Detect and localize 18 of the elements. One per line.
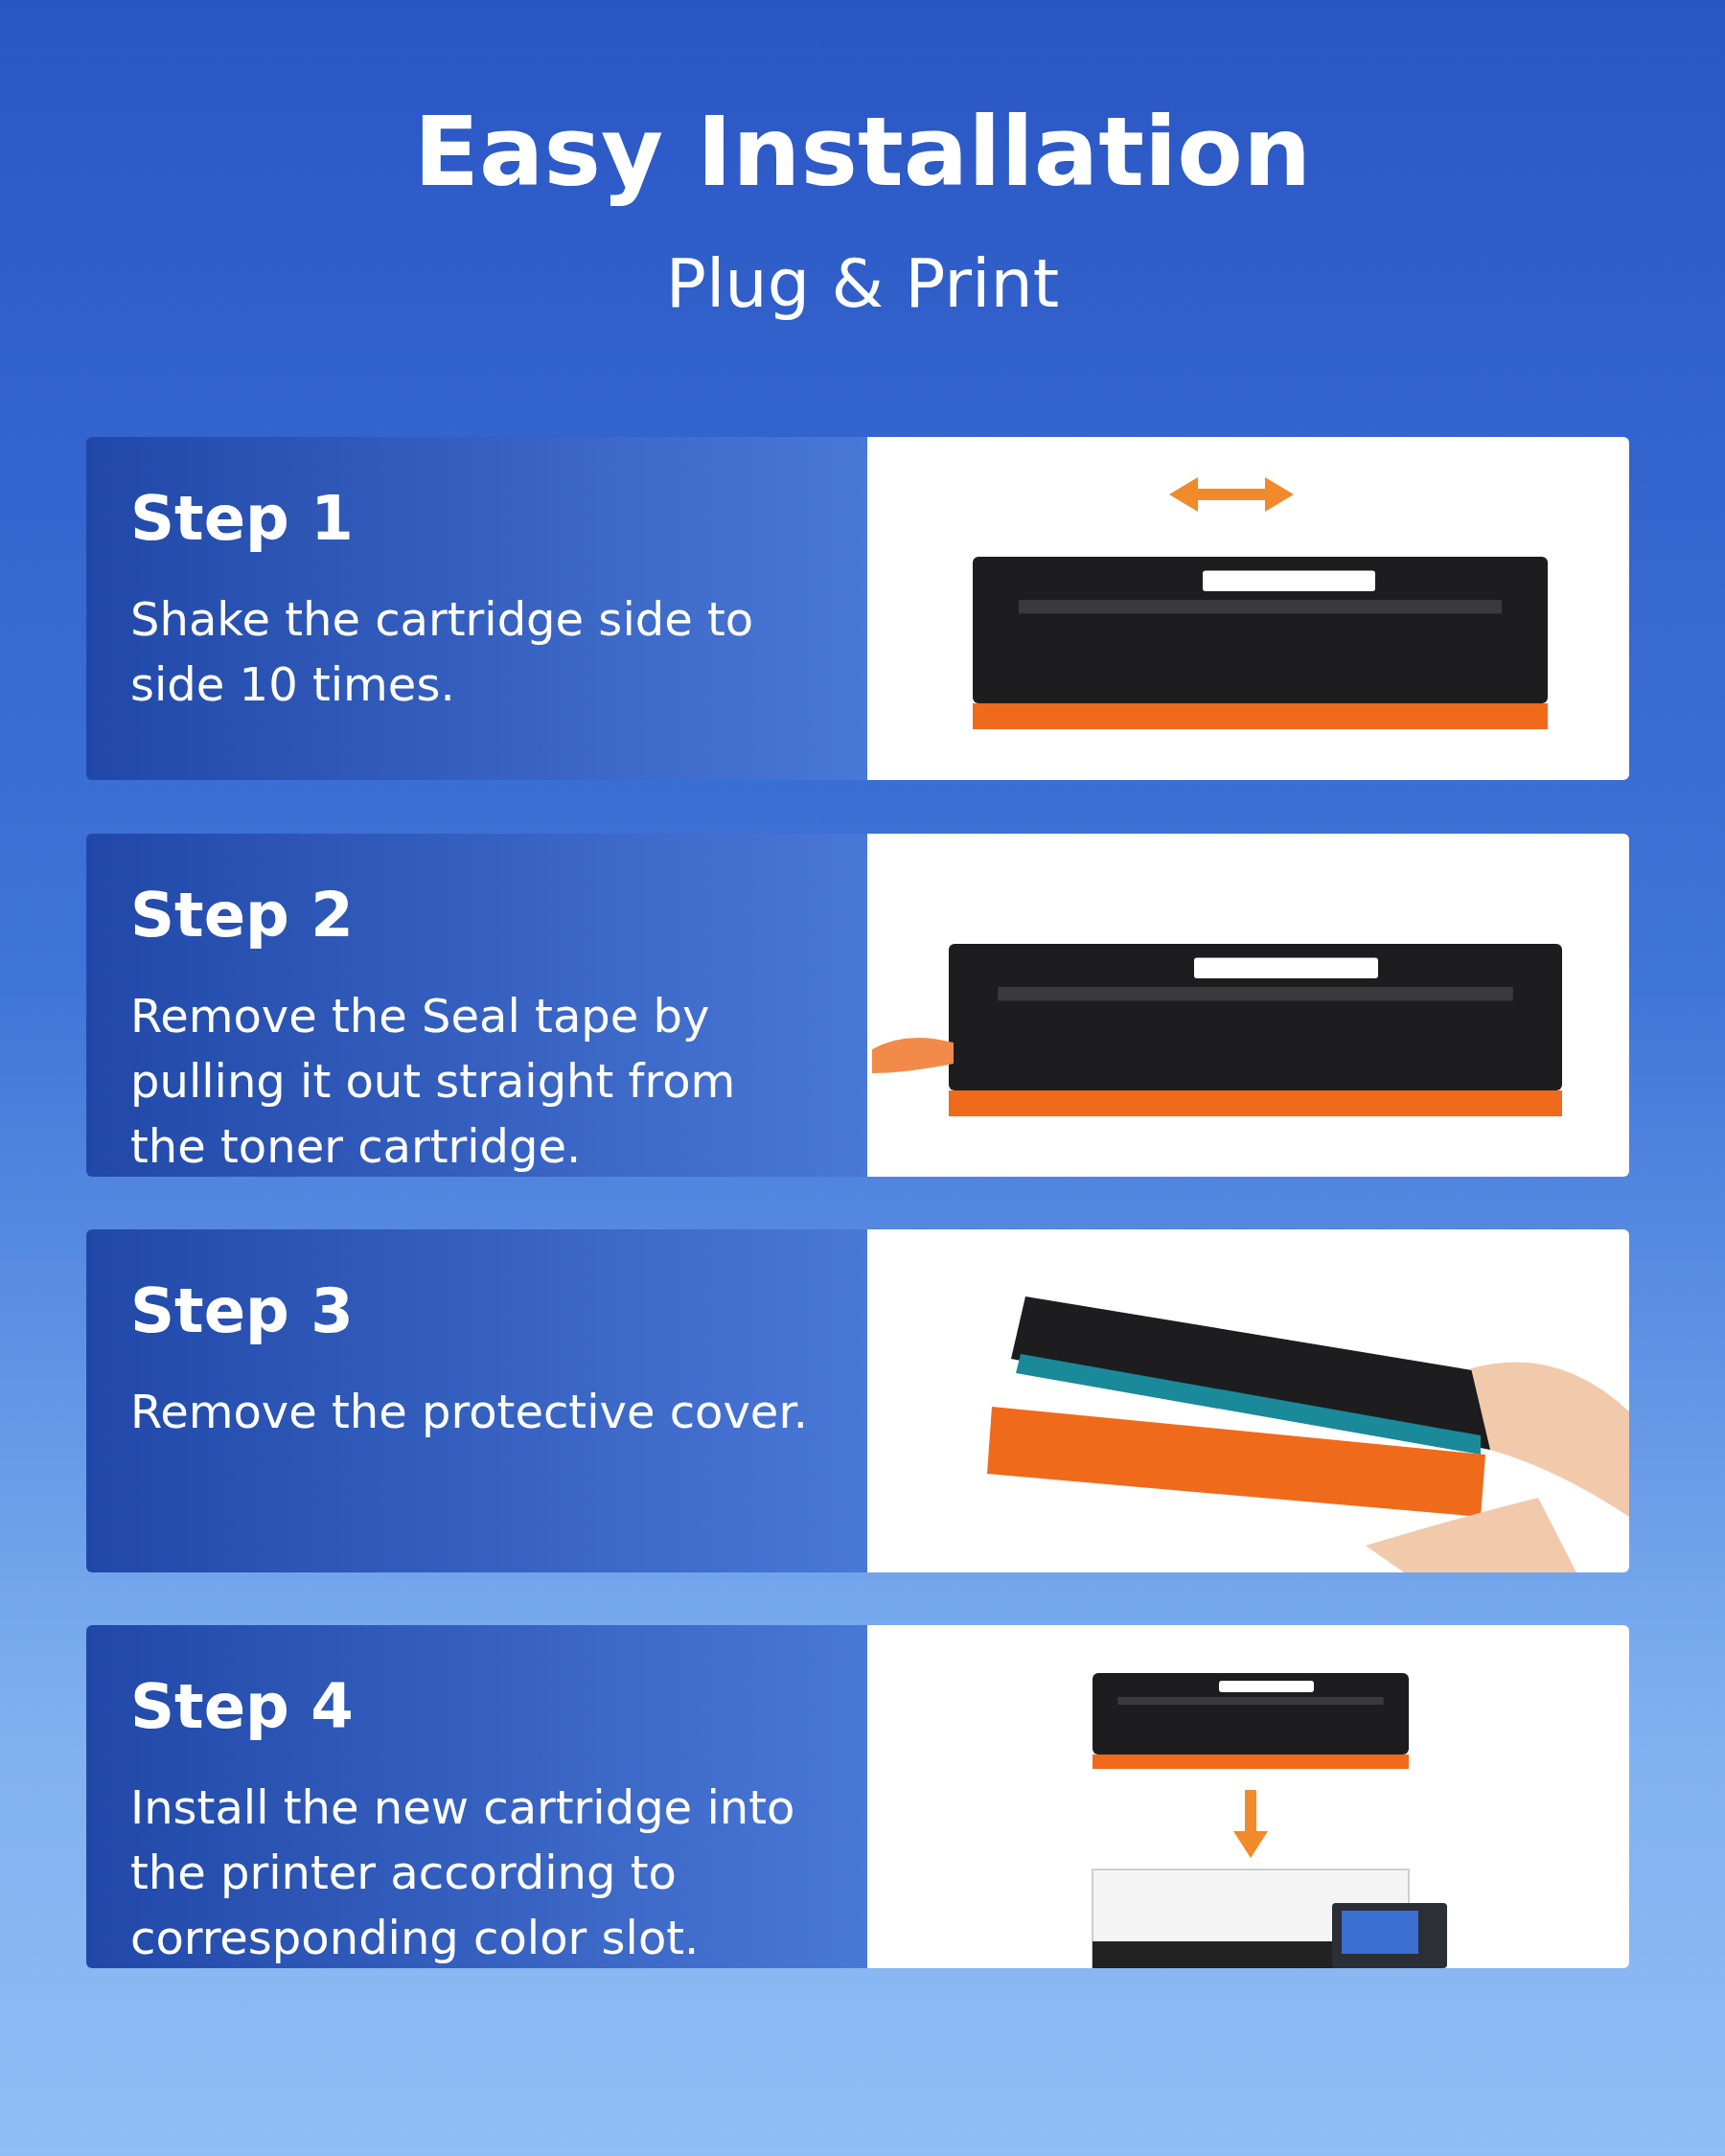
step-heading: Step 4 [130,1671,354,1742]
step-description: Shake the cartridge side to side 10 times. [130,591,755,713]
step-heading: Step 1 [130,483,354,554]
step-heading: Step 2 [130,880,354,951]
step-card [86,1625,867,1968]
photo-panel [867,437,1629,780]
subtitle: Plug & Print [665,244,1060,323]
step-description: Install the new cartridge into the printer according to corresponding color slot. [130,1779,796,1966]
step-card [86,437,867,780]
step-description: Remove the Seal tape by pulling it out straight from the toner cartridge. [130,988,737,1175]
photo-panel [867,1625,1629,1968]
step-card [86,1229,867,1572]
title: Easy Installation [413,96,1312,208]
photo-panel [867,834,1629,1177]
step-heading: Step 3 [130,1275,354,1346]
step-card [86,834,867,1177]
photo-panel [867,1229,1629,1572]
step-description: Remove the protective cover. [130,1384,809,1440]
